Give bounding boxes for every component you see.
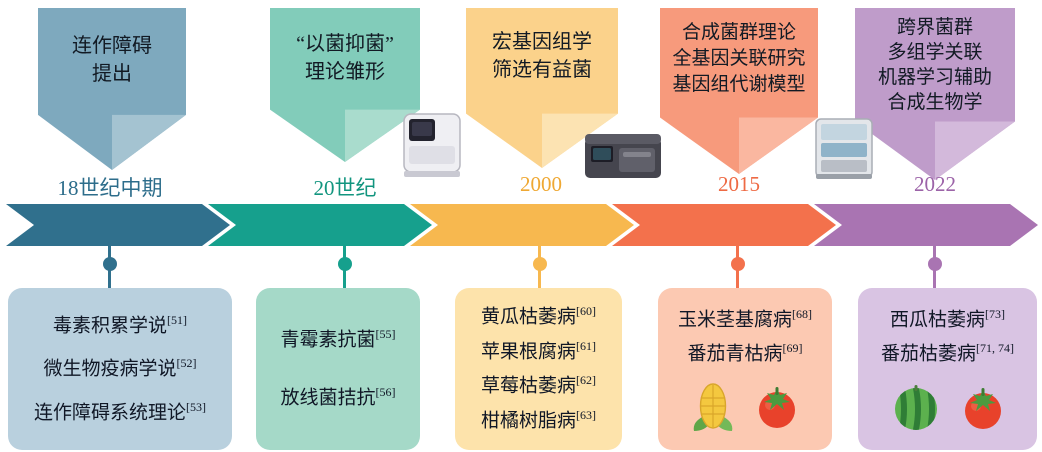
reference-citation: [62] xyxy=(576,373,596,388)
info-box-era-2015: 玉米茎基腐病[68] 番茄青枯病[69] xyxy=(658,288,832,450)
banner-era-2015: 合成菌群理论 全基因关联研究 基因组代谢模型 xyxy=(660,8,818,174)
box-item-text: 微生物疫病学说 xyxy=(43,358,177,380)
banner-text: 宏基因组学 筛选有益菌 xyxy=(466,8,618,85)
reference-citation: [52] xyxy=(176,356,197,371)
box-item-text: 青霉素抗菌 xyxy=(280,329,376,351)
reference-citation: [73] xyxy=(985,307,1005,321)
banner-era-2022: 跨界菌群 多组学关联 机器学习辅助 合成生物学 xyxy=(855,8,1015,180)
banner-text: 合成菌群理论 全基因关联研究 基因组代谢模型 xyxy=(660,8,818,99)
banner-line: 宏基因组学 xyxy=(492,31,592,53)
box-item: 青霉素抗菌[55] xyxy=(280,326,395,354)
box-item: 柑橘树脂病[63] xyxy=(481,407,596,435)
reference-citation: [55] xyxy=(375,327,396,342)
banner-line: 理论雏形 xyxy=(305,61,385,84)
banner-line: 机器学习辅助 xyxy=(877,67,992,89)
reference-citation: [56] xyxy=(375,385,396,400)
year-label: 2015 xyxy=(718,172,760,196)
reference-citation: [53] xyxy=(186,399,206,414)
box-item: 毒素积累学说[51] xyxy=(53,312,187,340)
box-item: 番茄青枯病[69] xyxy=(687,340,802,368)
reference-citation: [61] xyxy=(576,338,596,353)
info-box-era-20th-century: 青霉素抗菌[55] 放线菌拮抗[56] xyxy=(256,288,420,450)
box-item: 番茄枯萎病[71, 74] xyxy=(881,340,1014,368)
corn-icon xyxy=(690,382,736,438)
reference-citation: [63] xyxy=(576,408,596,423)
box-item-text: 番茄枯萎病 xyxy=(880,343,976,365)
year-label: 20世纪 xyxy=(313,176,377,200)
box-item-text: 玉米茎基腐病 xyxy=(677,309,792,331)
tomato-icon xyxy=(960,385,1006,437)
connector-dot xyxy=(731,257,745,271)
tomato-icon xyxy=(754,384,800,436)
reference-citation: [71, 74] xyxy=(976,340,1014,355)
info-box-era-18th-century: 毒素积累学说[51] 微生物疫病学说[52] 连作障碍系统理论[53] xyxy=(8,288,232,450)
box-item: 玉米茎基腐病[68] xyxy=(678,306,812,334)
banner-line: 提出 xyxy=(92,63,132,86)
banner-line: 跨界菌群 xyxy=(896,17,973,38)
banner-text: “以菌抑菌” 理论雏形 xyxy=(270,8,420,87)
banner-line: 全基因关联研究 xyxy=(672,48,806,70)
reference-citation: [51] xyxy=(167,312,187,327)
timeline-arrow-segment-4 xyxy=(612,204,836,246)
timeline-arrow-segment-2 xyxy=(208,204,432,246)
pcr-thermocycler-icon xyxy=(400,110,464,185)
reference-citation: [69] xyxy=(782,340,803,355)
connector-dot xyxy=(338,257,352,271)
reference-citation: [60] xyxy=(576,303,596,318)
timeline-arrow-segment-1 xyxy=(6,204,230,246)
box-item: 黄瓜枯萎病[60] xyxy=(481,303,596,331)
banner-text: 跨界菌群 多组学关联 机器学习辅助 合成生物学 xyxy=(855,8,1015,115)
reference-citation: [68] xyxy=(792,307,812,321)
crop-icons-row xyxy=(890,384,1006,438)
banner-line: 基因组代谢模型 xyxy=(672,74,806,96)
benchtop-sequencer-icon xyxy=(583,130,663,187)
box-item-text: 黄瓜枯萎病 xyxy=(480,306,576,328)
banner-text: 连作障碍 提出 xyxy=(38,8,186,89)
banner-line: 多组学关联 xyxy=(887,42,983,64)
year-label: 18世纪中期 xyxy=(57,176,163,200)
high-throughput-sequencer-icon xyxy=(813,117,875,186)
box-item: 苹果根腐病[61] xyxy=(481,338,596,366)
box-item-text: 西瓜枯萎病 xyxy=(889,309,985,331)
box-item: 微生物疫病学说[52] xyxy=(43,355,196,383)
timeline-arrow-segment-5 xyxy=(814,204,1038,246)
box-item: 草莓枯萎病[62] xyxy=(481,372,596,400)
year-label: 2000 xyxy=(520,172,562,196)
banner-line: 连作障碍 xyxy=(72,35,152,57)
banner-era-18th-century: 连作障碍 提出 xyxy=(38,8,186,170)
box-item: 放线菌拮抗[56] xyxy=(280,384,395,412)
box-item-text: 柑橘树脂病 xyxy=(480,410,576,432)
banner-line: 筛选有益菌 xyxy=(492,59,592,82)
info-box-era-2000: 黄瓜枯萎病[60] 苹果根腐病[61] 草莓枯萎病[62] 柑橘树脂病[63] xyxy=(455,288,622,450)
timeline-arrow-segment-3 xyxy=(410,204,634,246)
watermelon-icon xyxy=(890,384,942,438)
year-label: 2022 xyxy=(914,172,956,196)
box-item-text: 毒素积累学说 xyxy=(52,314,167,336)
info-box-era-2022: 西瓜枯萎病[73] 番茄枯萎病[71, 74] xyxy=(858,288,1037,450)
banner-line: 合成生物学 xyxy=(887,92,983,114)
box-item-text: 草莓枯萎病 xyxy=(480,375,576,397)
box-item: 连作障碍系统理论[53] xyxy=(34,399,206,427)
box-item-text: 苹果根腐病 xyxy=(480,340,576,362)
box-item-text: 放线菌拮抗 xyxy=(280,387,376,409)
banner-line: “以菌抑菌” xyxy=(296,33,394,55)
connector-dot xyxy=(928,257,942,271)
connector-dot xyxy=(103,257,117,271)
box-item-text: 连作障碍系统理论 xyxy=(33,401,186,423)
banner-era-20th-century: “以菌抑菌” 理论雏形 xyxy=(270,8,420,162)
box-item-text: 番茄青枯病 xyxy=(687,343,783,365)
banner-line: 合成菌群理论 xyxy=(681,22,796,43)
crop-icons-row xyxy=(690,382,800,438)
box-item: 西瓜枯萎病[73] xyxy=(890,306,1005,334)
connector-dot xyxy=(533,257,547,271)
